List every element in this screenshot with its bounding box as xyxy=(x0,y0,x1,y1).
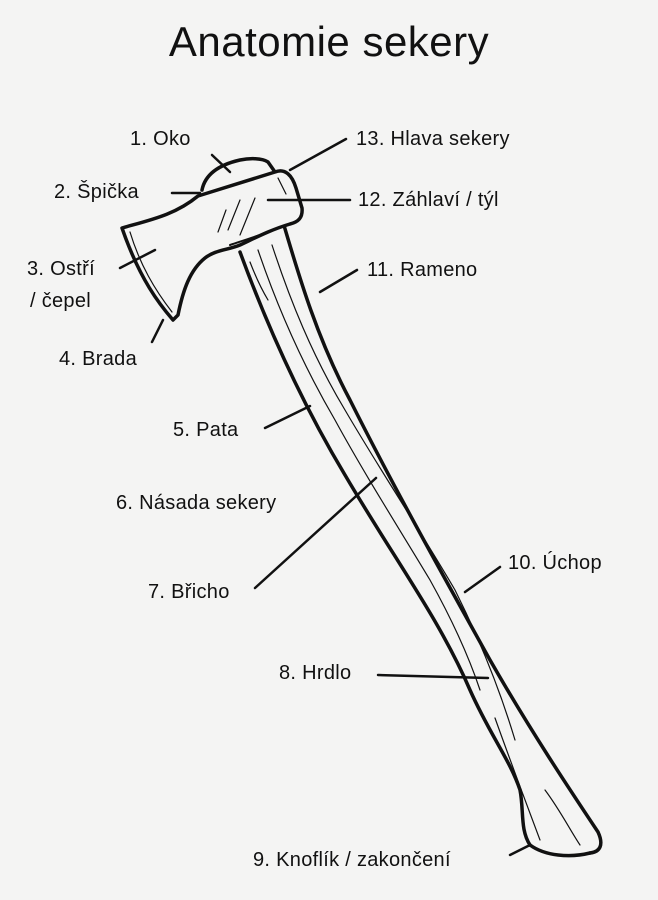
label-knoflik: 9. Knoflík / zakončení xyxy=(253,849,451,871)
leader-ostri xyxy=(118,248,157,270)
label-hlava: 13. Hlava sekery xyxy=(356,128,510,150)
head-body xyxy=(120,169,304,322)
leader-bricho xyxy=(253,476,378,590)
label-hrdlo: 8. Hrdlo xyxy=(279,662,352,684)
leader-lines xyxy=(118,137,532,857)
label-brada: 4. Brada xyxy=(59,348,138,370)
handle-knob-bottom xyxy=(528,843,592,858)
leader-brada xyxy=(150,318,165,344)
label-uchop: 10. Úchop xyxy=(508,552,602,574)
label-cepel: / čepel xyxy=(30,290,92,312)
leader-uchop xyxy=(463,565,502,594)
label-bricho: 7. Břicho xyxy=(148,581,230,603)
leader-oko xyxy=(210,153,232,174)
diagram-title: Anatomie sekery xyxy=(168,18,490,65)
label-spicka: 2. Špička xyxy=(54,181,139,203)
leader-hrdlo xyxy=(376,673,490,680)
label-pata: 5. Pata xyxy=(173,419,239,441)
handle-right-edge xyxy=(281,220,603,855)
label-rameno: 11. Rameno xyxy=(367,259,478,281)
label-zahlavi: 12. Záhlaví / týl xyxy=(358,189,499,211)
leader-pata xyxy=(263,404,312,430)
label-oko: 1. Oko xyxy=(130,128,191,150)
leader-knoflik xyxy=(508,843,532,857)
head-eye-top xyxy=(200,156,277,192)
handle-left-edge xyxy=(238,250,532,847)
label-nasada: 6. Násada sekery xyxy=(116,492,277,514)
leader-rameno xyxy=(318,268,359,294)
label-ostri: 3. Ostří xyxy=(27,258,95,280)
axe-head xyxy=(120,156,304,322)
leader-hlava xyxy=(288,137,348,172)
axe-handle xyxy=(238,220,603,858)
